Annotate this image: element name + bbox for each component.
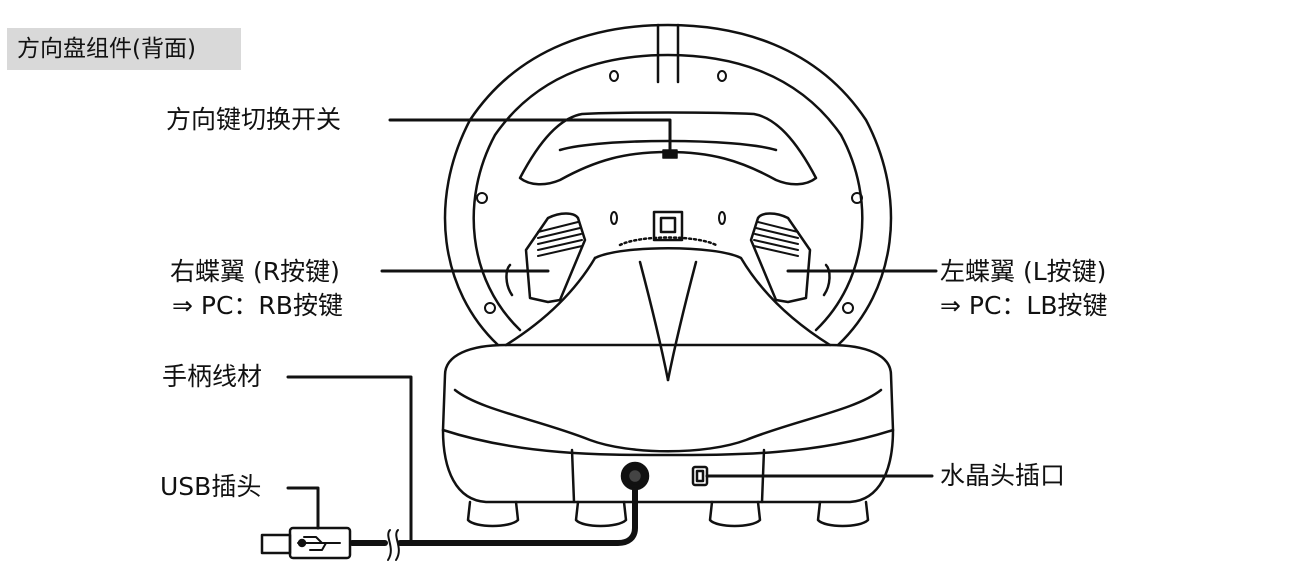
cable-jack bbox=[620, 461, 650, 491]
diagram-title: 方向盘组件(背面) bbox=[7, 28, 241, 70]
leader-lines bbox=[286, 118, 938, 545]
usb-plug-shape bbox=[260, 526, 352, 560]
usb-plug-label: USB插头 bbox=[160, 472, 262, 501]
left-paddle-label: 左蝶翼 (L按键) bbox=[940, 257, 1107, 286]
left-paddle-shape bbox=[749, 212, 831, 304]
wheel-spoke bbox=[518, 111, 818, 186]
base bbox=[441, 343, 895, 528]
column-body bbox=[504, 247, 832, 382]
cable-label: 手柄线材 bbox=[162, 362, 263, 391]
right-paddle-shape bbox=[505, 212, 587, 304]
center-connector bbox=[618, 210, 718, 247]
right-paddle-label: 右蝶翼 (R按键) bbox=[170, 257, 340, 286]
right-paddle-pc-label: ⇒ PC：RB按键 bbox=[172, 291, 343, 320]
dpad-switch-label: 方向键切换开关 bbox=[166, 105, 342, 134]
wheel-rim bbox=[443, 23, 893, 347]
rj-port-label: 水晶头插口 bbox=[940, 461, 1066, 490]
left-paddle-pc-label: ⇒ PC：LB按键 bbox=[940, 291, 1108, 320]
rj-port bbox=[691, 465, 709, 487]
cable bbox=[349, 487, 638, 561]
rim-holes bbox=[476, 70, 863, 314]
